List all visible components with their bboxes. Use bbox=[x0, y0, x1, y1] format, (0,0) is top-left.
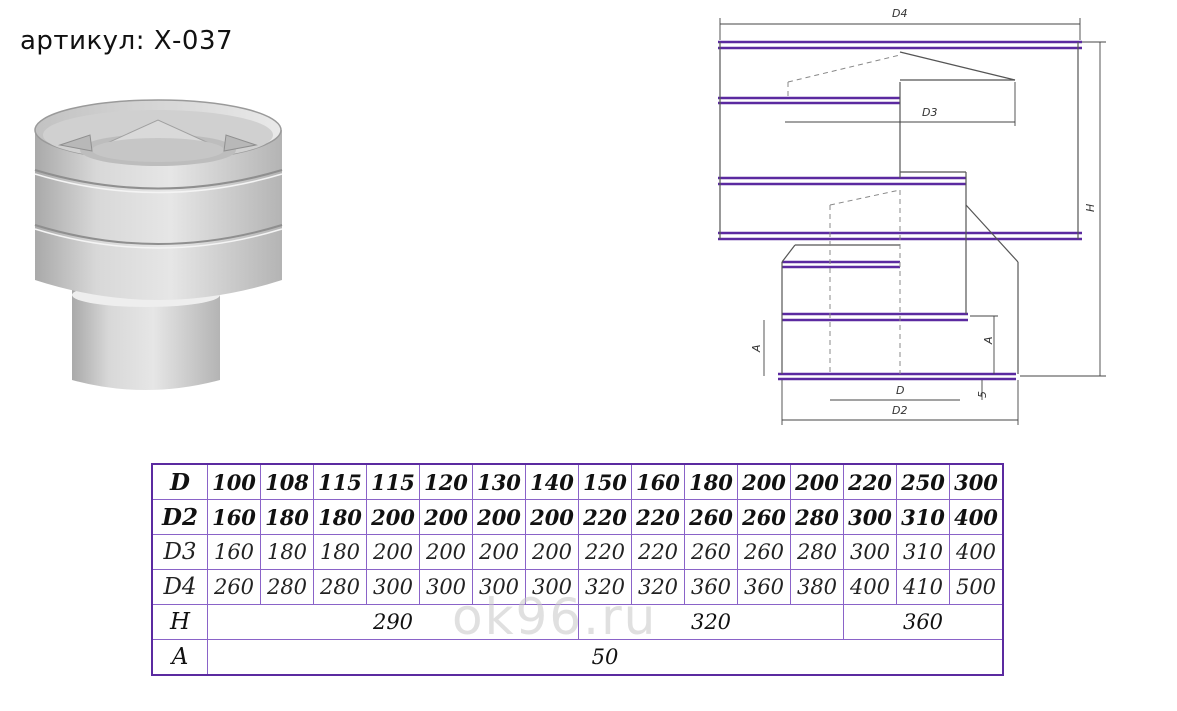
table-cell: 400 bbox=[949, 499, 1004, 535]
product-image bbox=[34, 99, 283, 390]
table-cell: 50 bbox=[207, 639, 1004, 676]
table-cell: 260 bbox=[684, 499, 738, 535]
dim-label-h: H bbox=[1084, 204, 1097, 212]
table-cell: 200 bbox=[472, 534, 526, 570]
watermark: ok96.ru bbox=[452, 588, 658, 646]
table-cell: 200 bbox=[790, 463, 844, 500]
table-cell: 280 bbox=[260, 569, 314, 605]
row-header: D3 bbox=[151, 534, 208, 570]
table-cell: 200 bbox=[525, 534, 579, 570]
table-cell: 115 bbox=[313, 463, 367, 500]
table-cell: 120 bbox=[419, 463, 473, 500]
table-cell: 400 bbox=[843, 569, 897, 605]
table-cell: 300 bbox=[843, 534, 897, 570]
table-cell: 220 bbox=[631, 534, 685, 570]
table-cell: 280 bbox=[790, 534, 844, 570]
table-cell: 300 bbox=[843, 499, 897, 535]
table-cell: 360 bbox=[737, 569, 791, 605]
table-cell: 280 bbox=[790, 499, 844, 535]
dim-label-d4: D4 bbox=[892, 7, 907, 20]
dim-label-s: 5 bbox=[976, 391, 989, 398]
table-cell: 260 bbox=[207, 569, 261, 605]
table-cell: 200 bbox=[525, 499, 579, 535]
table-cell: 108 bbox=[260, 463, 314, 500]
table-cell: 180 bbox=[684, 463, 738, 500]
table-cell: 280 bbox=[313, 569, 367, 605]
table-cell: 180 bbox=[313, 499, 367, 535]
table-cell: 260 bbox=[684, 534, 738, 570]
table-cell: 300 bbox=[525, 569, 579, 605]
table-cell: 130 bbox=[472, 463, 526, 500]
dim-label-a-left: A bbox=[750, 344, 763, 353]
row-header: D4 bbox=[151, 569, 208, 605]
table-cell: 200 bbox=[472, 499, 526, 535]
table-cell: 180 bbox=[260, 499, 314, 535]
row-header: A bbox=[151, 639, 208, 676]
dim-label-d3: D3 bbox=[922, 106, 937, 119]
table-cell: 380 bbox=[790, 569, 844, 605]
dim-label-d2: D2 bbox=[892, 404, 907, 417]
dim-label-d: D bbox=[896, 384, 904, 397]
table-cell: 260 bbox=[737, 499, 791, 535]
table-cell: 300 bbox=[366, 569, 420, 605]
table-cell: 310 bbox=[896, 534, 950, 570]
table-cell: 200 bbox=[737, 463, 791, 500]
table-cell: 220 bbox=[578, 499, 632, 535]
article-number: артикул: Х-037 bbox=[20, 26, 234, 56]
table-cell: 200 bbox=[366, 534, 420, 570]
table-cell: 200 bbox=[366, 499, 420, 535]
table-cell: 410 bbox=[896, 569, 950, 605]
table-cell: 360 bbox=[843, 604, 1004, 640]
table-cell: 220 bbox=[631, 499, 685, 535]
table-cell: 200 bbox=[419, 534, 473, 570]
table-cell: 250 bbox=[896, 463, 950, 500]
technical-drawing: D4 D3 H A A D D2 5 bbox=[718, 7, 1106, 425]
table-cell: 260 bbox=[737, 534, 791, 570]
table-cell: 100 bbox=[207, 463, 261, 500]
table-cell: 160 bbox=[631, 463, 685, 500]
table-cell: 310 bbox=[896, 499, 950, 535]
row-header: D2 bbox=[151, 499, 208, 535]
table-cell: 115 bbox=[366, 463, 420, 500]
table-cell: 220 bbox=[578, 534, 632, 570]
row-header: D bbox=[151, 463, 208, 500]
table-cell: 160 bbox=[207, 499, 261, 535]
table-cell: 300 bbox=[949, 463, 1004, 500]
table-cell: 360 bbox=[684, 569, 738, 605]
table-cell: 200 bbox=[419, 499, 473, 535]
dim-label-a-right: A bbox=[982, 336, 995, 345]
row-header: H bbox=[151, 604, 208, 640]
table-cell: 320 bbox=[578, 604, 844, 640]
table-cell: 140 bbox=[525, 463, 579, 500]
table-cell: 500 bbox=[949, 569, 1004, 605]
table-cell: 290 bbox=[207, 604, 579, 640]
table-cell: 400 bbox=[949, 534, 1004, 570]
table-cell: 220 bbox=[843, 463, 897, 500]
table-cell: 150 bbox=[578, 463, 632, 500]
table-cell: 160 bbox=[207, 534, 261, 570]
table-cell: 180 bbox=[313, 534, 367, 570]
table-cell: 180 bbox=[260, 534, 314, 570]
table-cell: 300 bbox=[472, 569, 526, 605]
